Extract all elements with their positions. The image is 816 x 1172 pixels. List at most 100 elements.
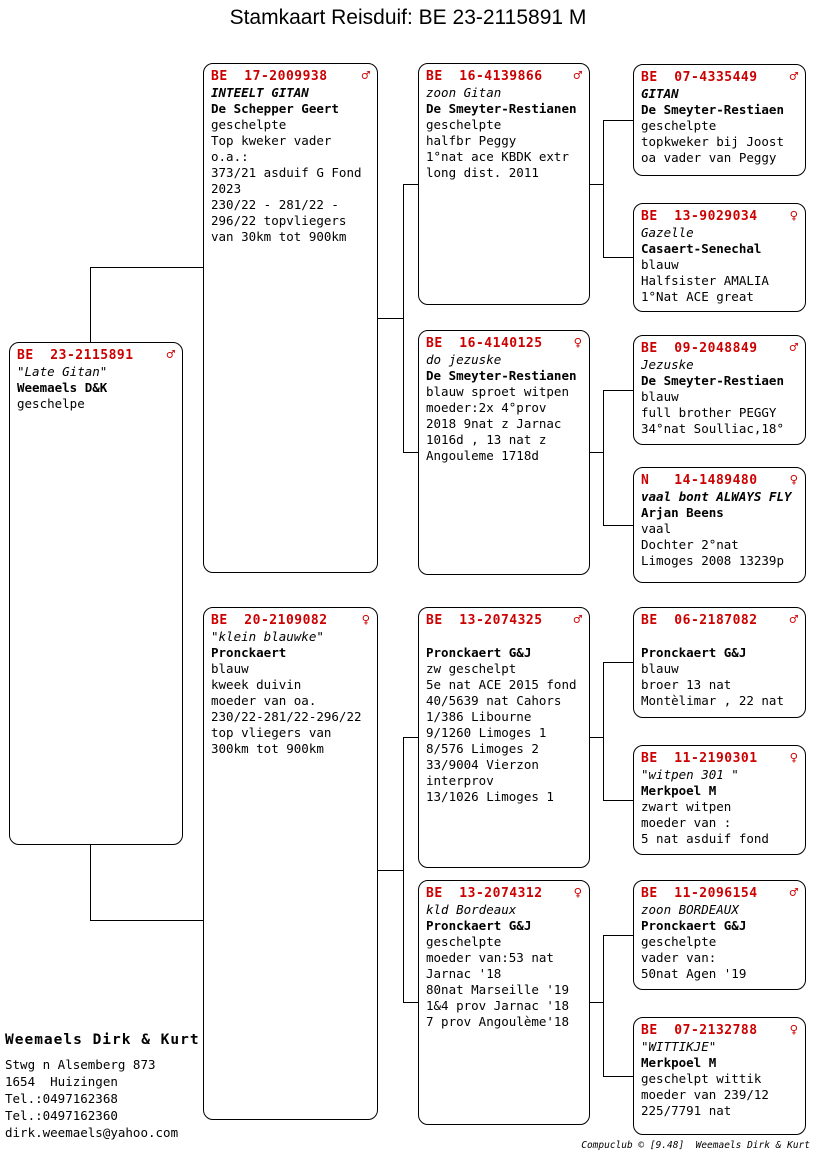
box-header: BE 07-2132788 ♀: [641, 1023, 798, 1039]
connector-line: [603, 662, 604, 801]
pigeon-details: geschelpte Top kweker vader o.a.: 373/21…: [211, 117, 362, 244]
pigeon-name: "Late Gitan": [17, 364, 108, 379]
connector-line: [403, 1002, 419, 1003]
connector-line: [603, 525, 634, 526]
ring-number: BE 09-2048849: [641, 341, 758, 356]
connector-line: [403, 184, 419, 185]
sex-icon: ♂: [789, 340, 798, 356]
ring-number: BE 11-2096154: [641, 886, 758, 901]
connector-line: [603, 935, 604, 1077]
ring-number: BE 13-2074312: [426, 886, 543, 901]
box-header: BE 11-2096154 ♂: [641, 886, 798, 902]
pigeon-name: [426, 629, 582, 645]
software-credit: Compuclub © [9.48] Weemaels Dirk & Kurt: [581, 1140, 810, 1151]
pigeon-details: zw geschelpt 5e nat ACE 2015 fond 40/563…: [426, 661, 577, 804]
pigeon-details: geschelpte halfbr Peggy 1°nat ace KBDK e…: [426, 117, 569, 180]
pigeon-details: geschelpte moeder van:53 nat Jarnac '18 …: [426, 934, 569, 1029]
owner-name: Weemaels Dirk & Kurt: [5, 1032, 200, 1048]
sex-icon: ♂: [361, 68, 370, 84]
connector-line: [90, 845, 91, 921]
breeder-name: Pronckaert G&J: [641, 918, 747, 933]
connector-line: [603, 662, 634, 663]
box-header: BE 16-4140125 ♀: [426, 336, 582, 352]
pigeon-name: INTEELT GITAN: [211, 85, 309, 100]
ring-number: BE 06-2187082: [641, 613, 758, 628]
connector-line: [603, 390, 634, 391]
box-header: BE 07-4335449 ♂: [641, 70, 798, 86]
sex-icon: ♀: [789, 1022, 798, 1038]
sex-icon: ♀: [573, 885, 582, 901]
pigeon-details: blauw full brother PEGGY 34°nat Soulliac…: [641, 389, 784, 436]
pedigree-box-subject: BE 23-2115891 ♂ "Late Gitan" Weemaels D&…: [9, 342, 183, 845]
pigeon-details: geschelpe: [17, 396, 85, 411]
box-header: BE 13-2074325 ♂: [426, 613, 582, 629]
pigeon-details: vaal Dochter 2°nat Limoges 2008 13239p: [641, 521, 784, 568]
pedigree-box-grandfather-maternal: BE 13-2074325 ♂ Pronckaert G&J zw gesche…: [418, 607, 590, 868]
breeder-name: Pronckaert G&J: [426, 645, 532, 660]
sex-icon: ♂: [573, 68, 582, 84]
connector-line: [603, 120, 634, 121]
ring-number: BE 07-4335449: [641, 70, 758, 85]
sex-icon: ♂: [573, 612, 582, 628]
connector-line: [403, 737, 404, 1003]
pigeon-name: do jezuske: [426, 352, 502, 367]
breeder-name: Arjan Beens: [641, 505, 724, 520]
pedigree-box-greatgrandparent-mff: BE 06-2187082 ♂ Pronckaert G&J blauw bro…: [633, 607, 806, 718]
connector-line: [378, 870, 404, 871]
ring-number: BE 13-9029034: [641, 209, 758, 224]
box-header: BE 09-2048849 ♂: [641, 341, 798, 357]
connector-line: [590, 452, 604, 453]
ring-number: BE 07-2132788: [641, 1023, 758, 1038]
page-title: Stamkaart Reisduif: BE 23-2115891 M: [229, 6, 587, 29]
pigeon-name: zoon BORDEAUX: [641, 902, 739, 917]
pedigree-box-greatgrandparent-ffm: BE 13-9029034 ♀ Gazelle Casaert-Senechal…: [633, 203, 806, 312]
ring-number: BE 16-4140125: [426, 336, 543, 351]
sex-icon: ♂: [789, 69, 798, 85]
breeder-name: De Smeyter-Restianen: [426, 101, 577, 116]
ring-number: N 14-1489480: [641, 473, 758, 488]
box-header: BE 16-4139866 ♂: [426, 69, 582, 85]
pedigree-box-greatgrandparent-mmm: BE 07-2132788 ♀ "WITTIKJE" Merkpoel M ge…: [633, 1017, 806, 1135]
pigeon-name: vaal bont ALWAYS FLY: [641, 489, 792, 504]
box-header: BE 11-2190301 ♀: [641, 751, 798, 767]
sex-icon: ♂: [166, 347, 175, 363]
breeder-name: Merkpoel M: [641, 1055, 717, 1070]
connector-line: [603, 800, 634, 801]
pigeon-name: [641, 629, 798, 645]
pigeon-name: Jezuske: [641, 357, 694, 372]
owner-address: Stwg n Alsemberg 873 1654 Huizingen Tel.…: [5, 1057, 179, 1140]
connector-line: [603, 935, 634, 936]
connector-line: [90, 267, 91, 343]
pigeon-name: "witpen 301 ": [641, 767, 739, 782]
pigeon-name: kld Bordeaux: [426, 902, 517, 917]
breeder-name: De Smeyter-Restiaen: [641, 373, 784, 388]
pigeon-name: Gazelle: [641, 225, 694, 240]
sex-icon: ♂: [789, 612, 798, 628]
pedigree-box-greatgrandparent-fff: BE 07-4335449 ♂ GITAN De Smeyter-Restiae…: [633, 64, 806, 176]
breeder-name: Pronckaert: [211, 645, 287, 660]
pedigree-box-greatgrandparent-mmf: BE 11-2096154 ♂ zoon BORDEAUX Pronckaert…: [633, 880, 806, 990]
connector-line: [590, 1002, 604, 1003]
pedigree-box-greatgrandparent-fmm: N 14-1489480 ♀ vaal bont ALWAYS FLY Arja…: [633, 467, 806, 583]
box-header: BE 06-2187082 ♂: [641, 613, 798, 629]
sex-icon: ♀: [573, 335, 582, 351]
ring-number: BE 16-4139866: [426, 69, 543, 84]
breeder-name: Weemaels D&K: [17, 380, 108, 395]
ring-number: BE 13-2074325: [426, 613, 543, 628]
pigeon-name: zoon Gitan: [426, 85, 502, 100]
sex-icon: ♂: [789, 885, 798, 901]
sex-icon: ♀: [789, 472, 798, 488]
connector-line: [603, 257, 634, 258]
sex-icon: ♀: [789, 750, 798, 766]
ring-number: BE 17-2009938: [211, 69, 328, 84]
pedigree-box-mother: BE 20-2109082 ♀ "klein blauwke" Pronckae…: [203, 607, 378, 1120]
pigeon-name: GITAN: [641, 86, 679, 101]
pigeon-name: "WITTIKJE": [641, 1039, 717, 1054]
connector-line: [90, 267, 204, 268]
connector-line: [590, 737, 604, 738]
pigeon-details: blauw broer 13 nat Montèlimar , 22 nat: [641, 661, 784, 708]
connector-line: [603, 390, 604, 526]
connector-line: [590, 184, 604, 185]
owner-block: Weemaels Dirk & Kurt Stwg n Alsemberg 87…: [5, 1030, 200, 1141]
